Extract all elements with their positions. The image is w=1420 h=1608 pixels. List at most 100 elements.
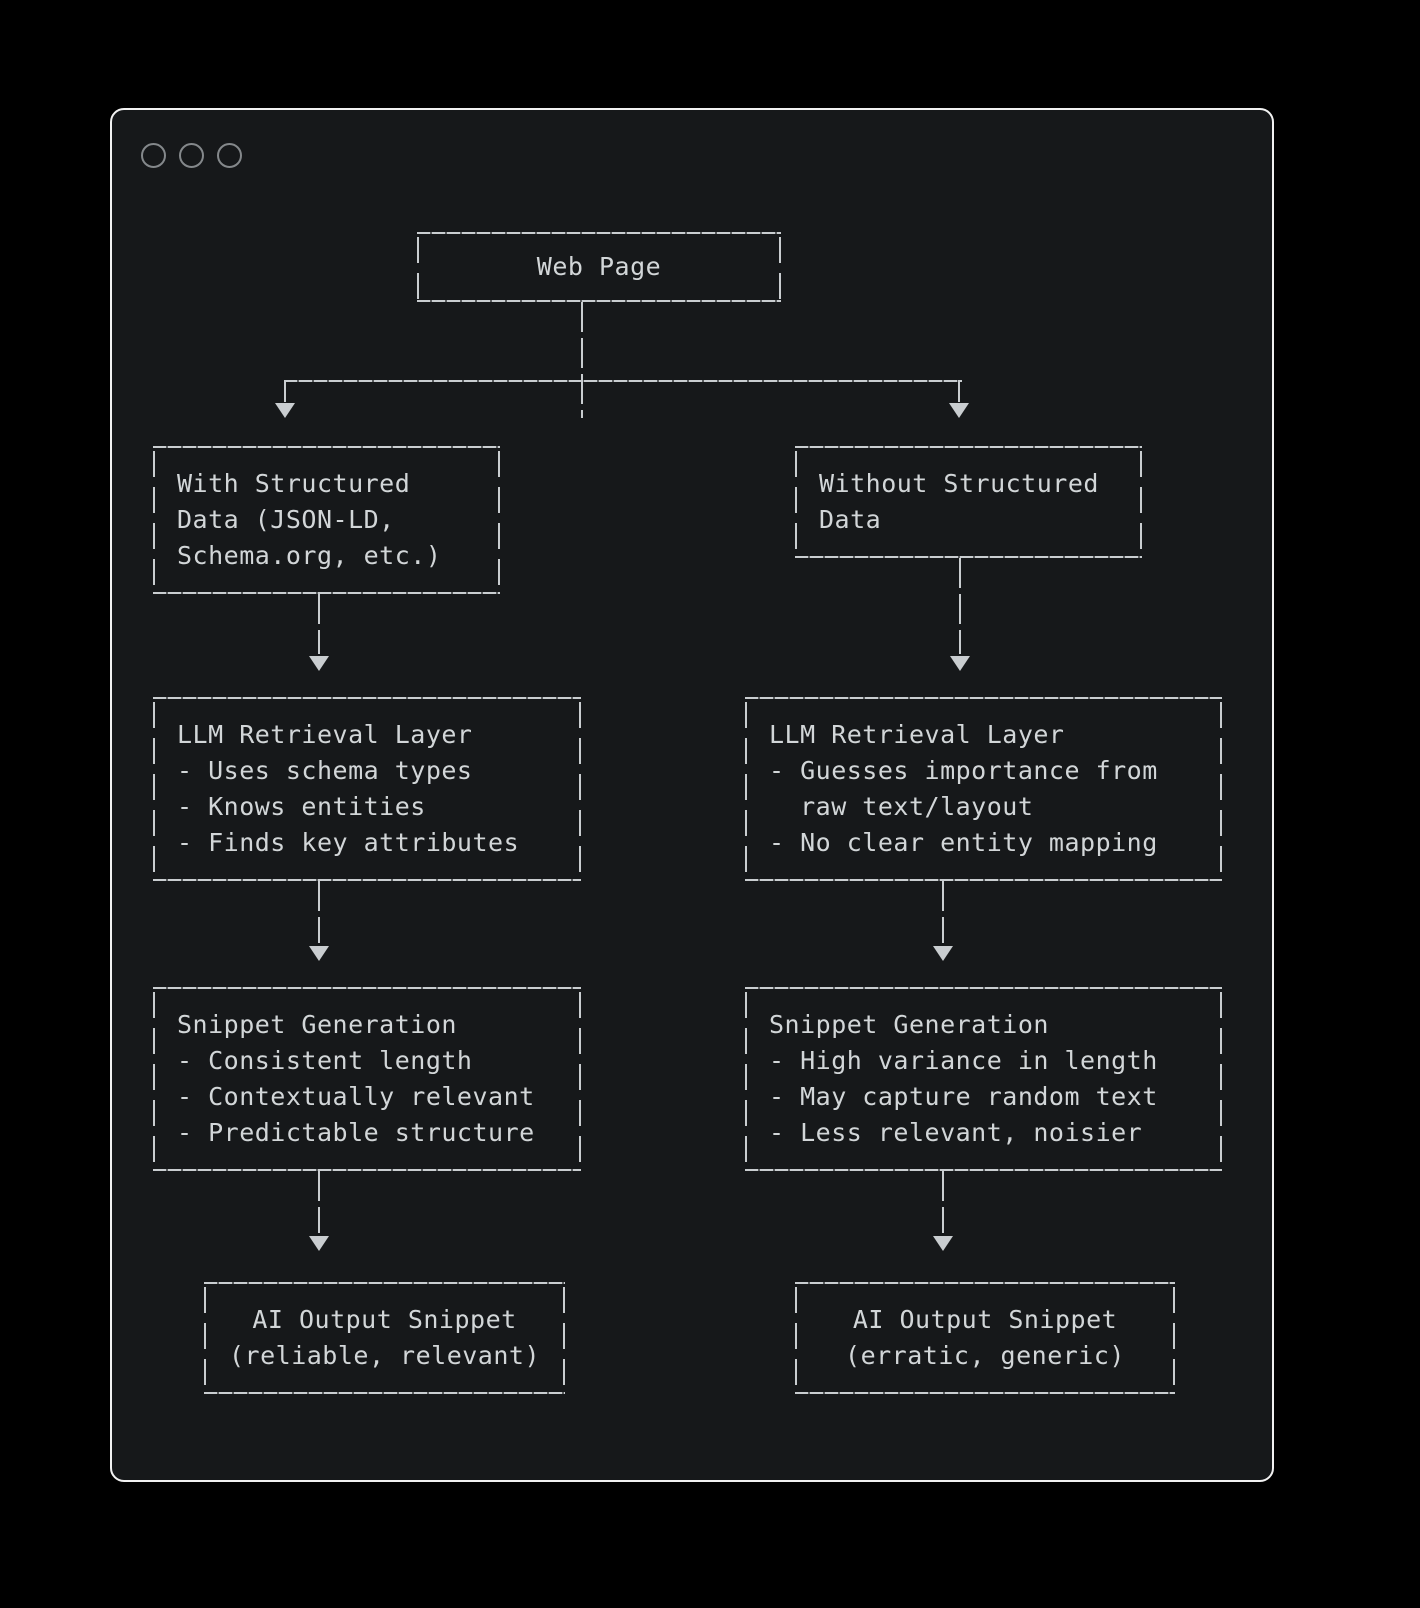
- arrow-to-without-structured-data: [949, 403, 969, 418]
- connector-right-3: [942, 1171, 944, 1233]
- node-llm-retrieval-layer-right-body: LLM Retrieval Layer - Guesses importance…: [745, 697, 1222, 881]
- box-right-border: [563, 1282, 565, 1394]
- box-top-border: [153, 446, 500, 448]
- node-text-line: raw text/layout: [769, 792, 1034, 821]
- box-top-border: [204, 1282, 565, 1284]
- flowchart-canvas: Web Page With Structured Data (JSON-LD, …: [112, 110, 1272, 1480]
- box-bottom-border: [417, 300, 781, 302]
- node-text-line: Data (JSON-LD,: [177, 505, 395, 534]
- box-right-border: [1140, 446, 1142, 558]
- node-ai-output-snippet-left[interactable]: AI Output Snippet (reliable, relevant): [204, 1282, 565, 1394]
- node-text-line: Snippet Generation: [177, 1010, 457, 1039]
- node-text-line: LLM Retrieval Layer: [177, 720, 473, 749]
- box-top-border: [417, 232, 781, 234]
- node-text-line: - Finds key attributes: [177, 828, 520, 857]
- node-text-line: - Uses schema types: [177, 756, 473, 785]
- arrow-to-with-structured-data: [275, 403, 295, 418]
- node-text-line: - Consistent length: [177, 1046, 473, 1075]
- box-right-border: [498, 446, 500, 594]
- box-bottom-border: [795, 1392, 1175, 1394]
- box-top-border: [795, 446, 1142, 448]
- box-bottom-border: [204, 1392, 565, 1394]
- box-left-border: [795, 446, 797, 558]
- box-right-border: [1220, 697, 1222, 881]
- box-right-border: [579, 987, 581, 1171]
- node-text-line: - Predictable structure: [177, 1118, 535, 1147]
- connector-left-3: [318, 1171, 320, 1233]
- arrow-left-3: [309, 1236, 329, 1251]
- box-top-border: [153, 697, 581, 699]
- node-with-structured-data[interactable]: With Structured Data (JSON-LD, Schema.or…: [153, 446, 500, 594]
- connector-branch-left-stub: [284, 380, 286, 402]
- node-text-line: - No clear entity mapping: [769, 828, 1158, 857]
- node-web-page[interactable]: Web Page: [417, 232, 781, 302]
- node-text-line: Web Page: [536, 252, 662, 281]
- box-left-border: [745, 697, 747, 881]
- node-text-line: Data: [819, 505, 882, 534]
- box-left-border: [153, 446, 155, 594]
- node-snippet-generation-left[interactable]: Snippet Generation - Consistent length -…: [153, 987, 581, 1171]
- connector-right-2: [942, 881, 944, 943]
- box-bottom-border: [745, 1169, 1222, 1171]
- box-right-border: [1173, 1282, 1175, 1394]
- node-text-line: AI Output Snippet: [252, 1305, 517, 1334]
- arrow-left-1: [309, 656, 329, 671]
- connector-branch-bar: [284, 380, 962, 382]
- node-without-structured-data[interactable]: Without Structured Data: [795, 446, 1142, 558]
- node-snippet-generation-right[interactable]: Snippet Generation - High variance in le…: [745, 987, 1222, 1171]
- connector-left-1: [318, 594, 320, 654]
- node-web-page-body: Web Page: [417, 232, 781, 302]
- node-text-line: - Less relevant, noisier: [769, 1118, 1143, 1147]
- box-bottom-border: [153, 592, 500, 594]
- node-snippet-generation-right-body: Snippet Generation - High variance in le…: [745, 987, 1222, 1171]
- node-text-line: Without Structured: [819, 469, 1099, 498]
- box-left-border: [795, 1282, 797, 1394]
- node-llm-retrieval-layer-left-body: LLM Retrieval Layer - Uses schema types …: [153, 697, 581, 881]
- box-right-border: [779, 232, 781, 302]
- app-window: Web Page With Structured Data (JSON-LD, …: [110, 108, 1274, 1482]
- arrow-left-2: [309, 946, 329, 961]
- node-text-line: Schema.org, etc.): [177, 541, 442, 570]
- box-top-border: [745, 697, 1222, 699]
- node-snippet-generation-left-body: Snippet Generation - Consistent length -…: [153, 987, 581, 1171]
- node-text-line: Snippet Generation: [769, 1010, 1049, 1039]
- box-bottom-border: [795, 556, 1142, 558]
- box-top-border: [745, 987, 1222, 989]
- box-bottom-border: [153, 879, 581, 881]
- connector-right-1: [959, 558, 961, 654]
- box-left-border: [417, 232, 419, 302]
- node-text-line: - Knows entities: [177, 792, 426, 821]
- node-ai-output-snippet-left-body: AI Output Snippet (reliable, relevant): [204, 1282, 565, 1394]
- node-text-line: (reliable, relevant): [228, 1341, 541, 1370]
- box-left-border: [153, 987, 155, 1171]
- box-top-border: [795, 1282, 1175, 1284]
- maximize-circle-icon[interactable]: [217, 142, 242, 168]
- node-without-structured-data-body: Without Structured Data: [795, 446, 1142, 558]
- node-text-line: - Guesses importance from: [769, 756, 1158, 785]
- box-bottom-border: [745, 879, 1222, 881]
- node-llm-retrieval-layer-left[interactable]: LLM Retrieval Layer - Uses schema types …: [153, 697, 581, 881]
- box-bottom-border: [153, 1169, 581, 1171]
- arrow-right-1: [950, 656, 970, 671]
- minimize-circle-icon[interactable]: [179, 142, 204, 168]
- node-text-line: AI Output Snippet: [852, 1305, 1118, 1334]
- box-left-border: [153, 697, 155, 881]
- node-text-line: - May capture random text: [769, 1082, 1158, 1111]
- node-ai-output-snippet-right[interactable]: AI Output Snippet (erratic, generic): [795, 1282, 1175, 1394]
- box-right-border: [1220, 987, 1222, 1171]
- node-ai-output-snippet-right-body: AI Output Snippet (erratic, generic): [795, 1282, 1175, 1394]
- box-right-border: [579, 697, 581, 881]
- node-llm-retrieval-layer-right[interactable]: LLM Retrieval Layer - Guesses importance…: [745, 697, 1222, 881]
- node-with-structured-data-body: With Structured Data (JSON-LD, Schema.or…: [153, 446, 500, 594]
- arrow-right-2: [933, 946, 953, 961]
- connector-left-2: [318, 881, 320, 943]
- box-top-border: [153, 987, 581, 989]
- node-text-line: With Structured: [177, 469, 411, 498]
- box-left-border: [745, 987, 747, 1171]
- connector-branch-right-stub: [958, 380, 960, 402]
- close-circle-icon[interactable]: [141, 142, 166, 168]
- node-text-line: (erratic, generic): [845, 1341, 1125, 1370]
- node-text-line: - Contextually relevant: [177, 1082, 535, 1111]
- window-title-bar: [141, 140, 261, 170]
- node-text-line: LLM Retrieval Layer: [769, 720, 1065, 749]
